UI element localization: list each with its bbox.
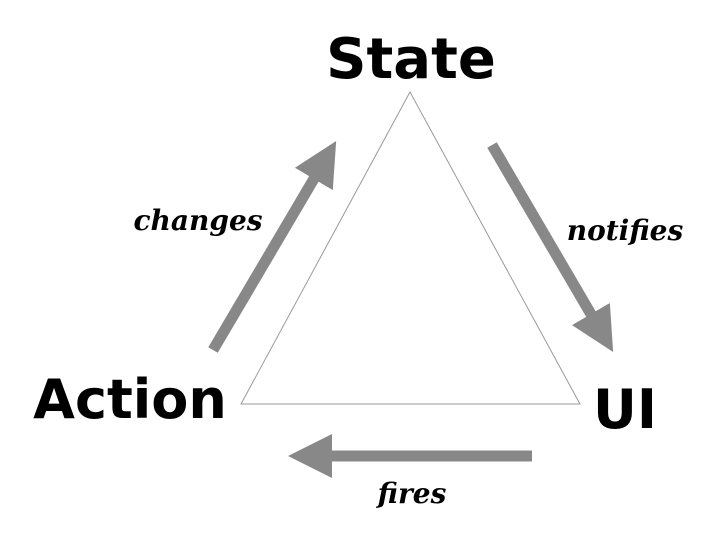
node-action: Action (33, 368, 227, 431)
changes-arrow (208, 141, 337, 353)
notifies-arrow (487, 142, 614, 352)
triangle (240, 90, 581, 405)
node-ui: UI (593, 378, 657, 441)
label-fires: fires (376, 477, 447, 510)
node-state: State (326, 27, 496, 92)
label-notifies: notifies (567, 214, 684, 247)
label-changes: changes (133, 204, 262, 237)
